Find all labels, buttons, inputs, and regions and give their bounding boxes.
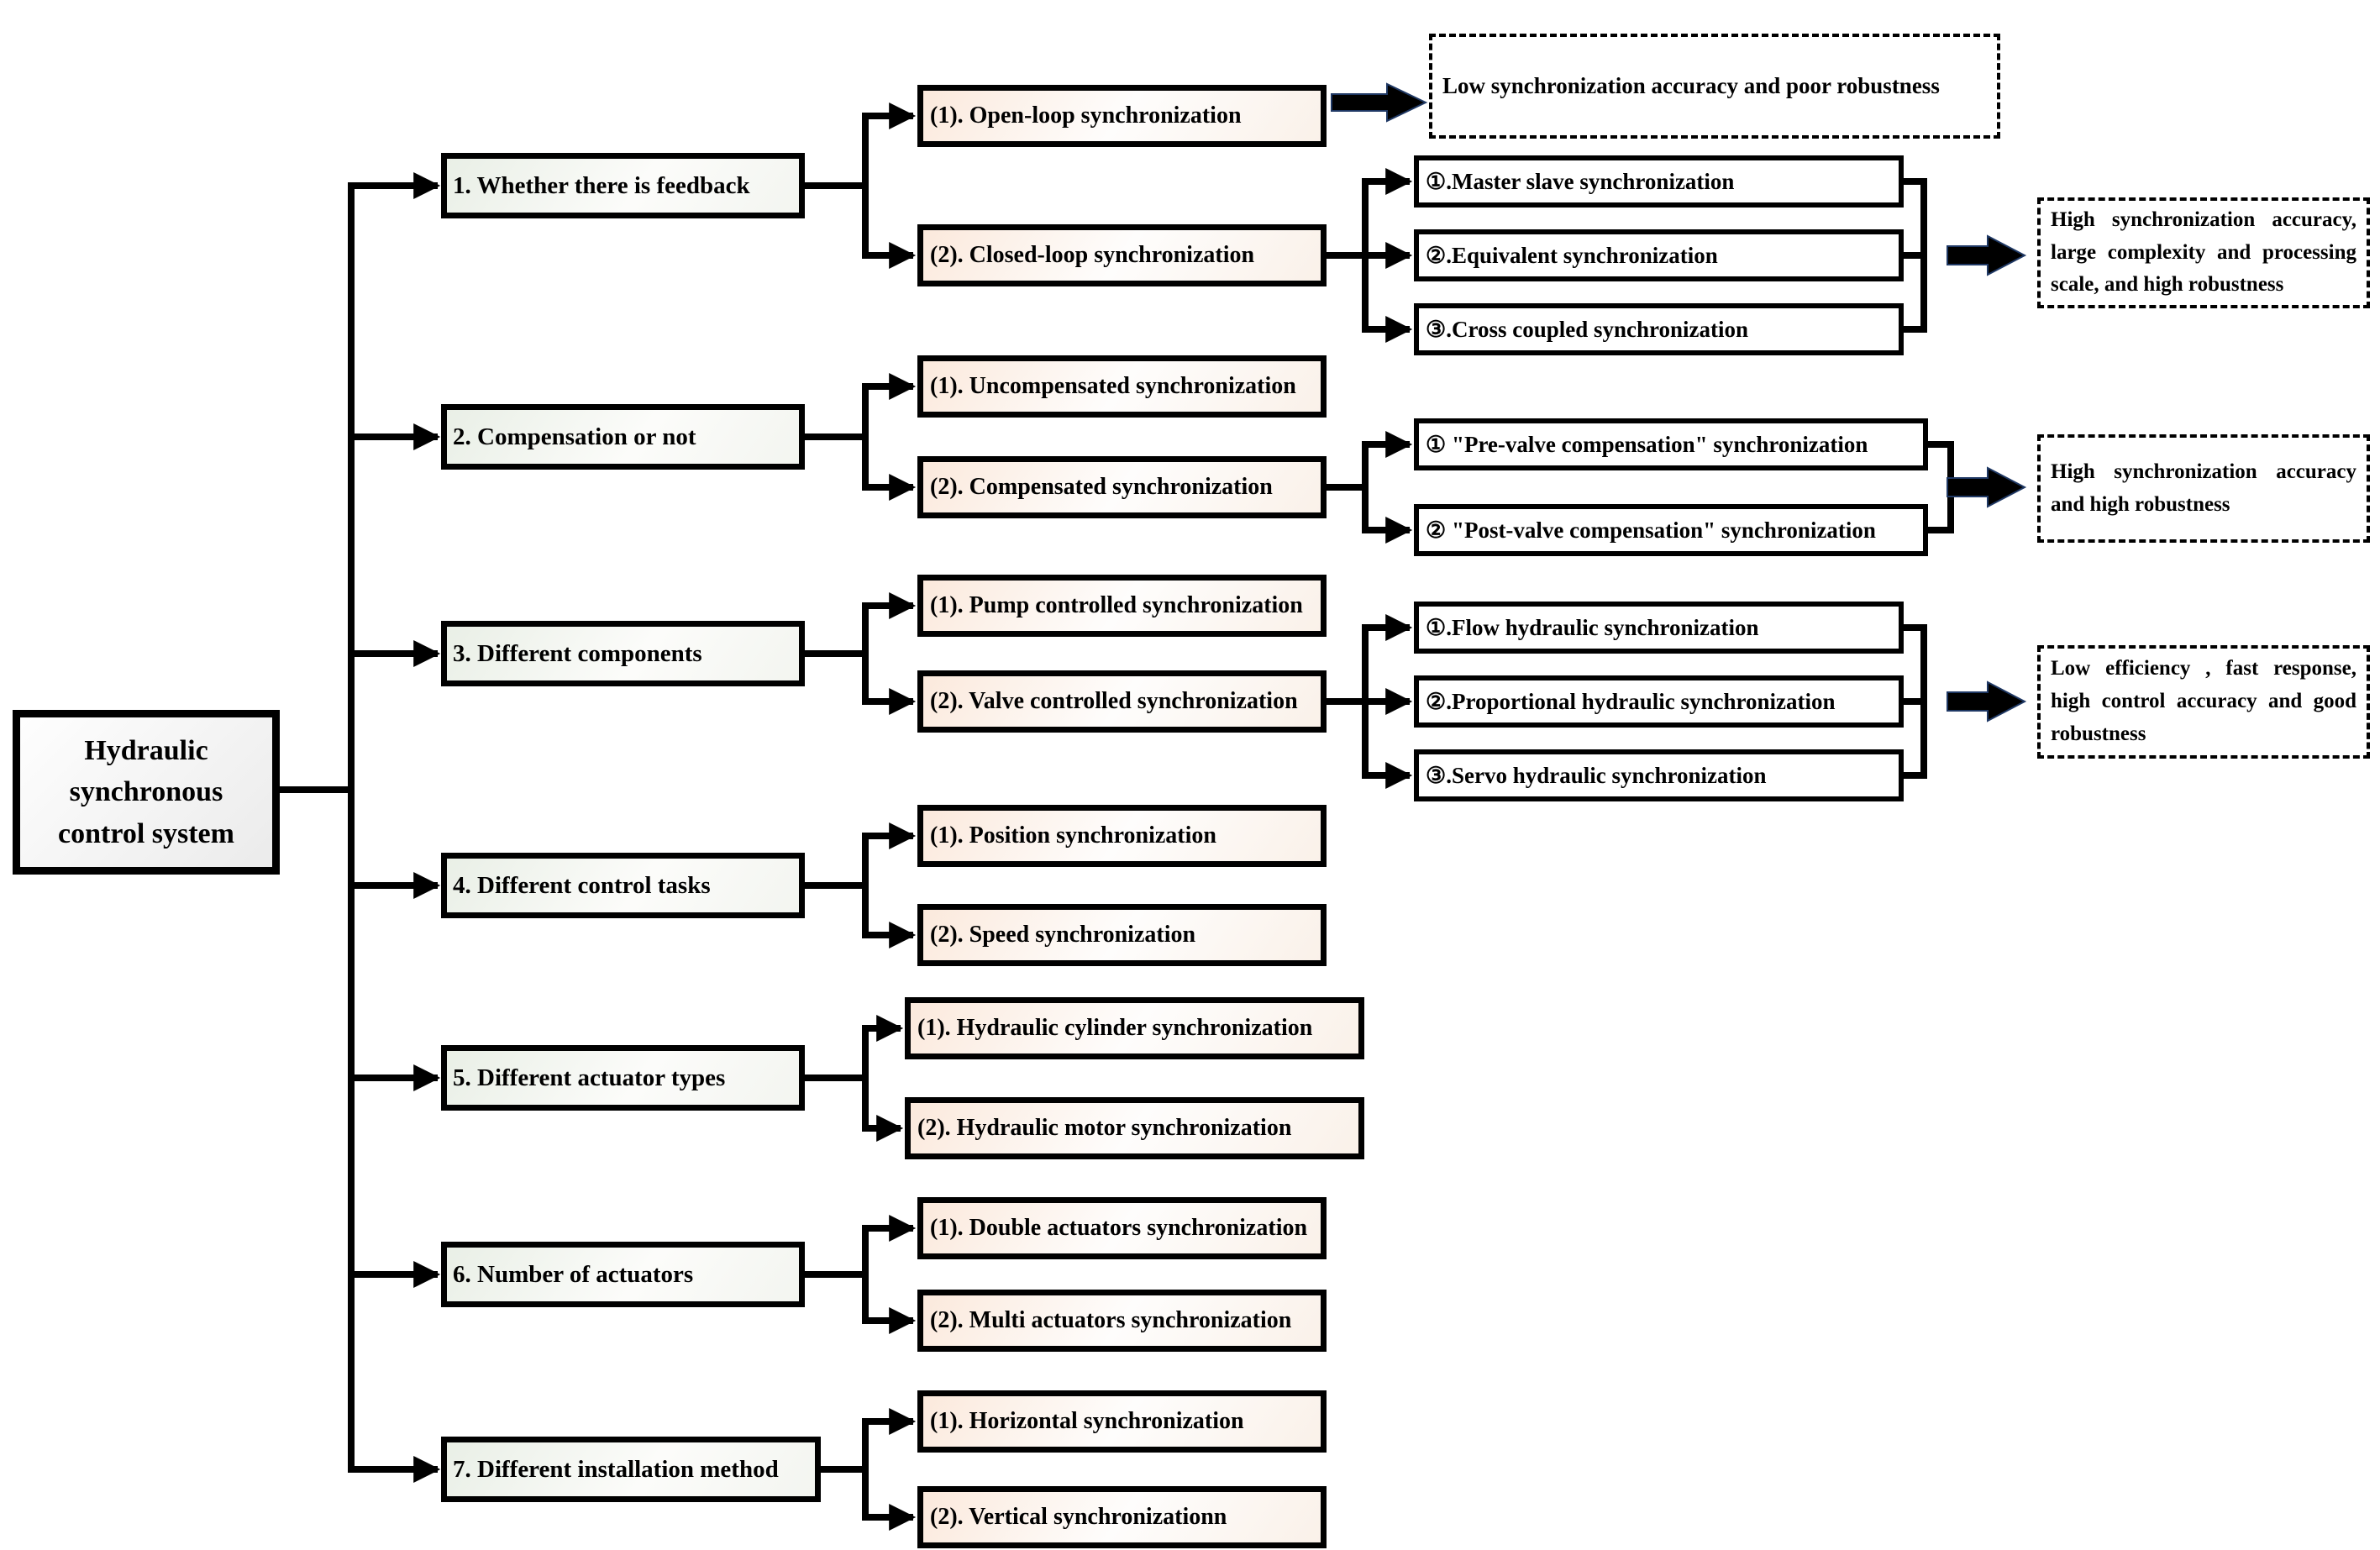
note-open-loop: Low synchronization accuracy and poor ro… bbox=[1429, 34, 2000, 139]
leaf-box-3-1: ①.Flow hydraulic synchronization bbox=[1414, 602, 1904, 654]
category-box-5: 5. Different actuator types bbox=[441, 1045, 805, 1111]
note-text: High synchronization accuracy, large com… bbox=[2051, 208, 2356, 297]
sub-box-2-2: (2). Compensated synchronization bbox=[917, 456, 1327, 518]
leaf-label: ①.Master slave synchronization bbox=[1426, 168, 1735, 194]
sub-box-1-2: (2). Closed-loop synchronization bbox=[917, 224, 1327, 286]
leaf-label: ② "Post-valve compensation" synchronizat… bbox=[1426, 517, 1876, 543]
sub-box-7-1: (1). Horizontal synchronization bbox=[917, 1390, 1327, 1453]
note-text: Low synchronization accuracy and poor ro… bbox=[1442, 72, 1940, 98]
root-label: Hydraulic synchronous control system bbox=[58, 735, 234, 849]
category-label: 6. Number of actuators bbox=[453, 1260, 694, 1288]
block-arrow-valve bbox=[1947, 680, 2027, 722]
note-text: High synchronization accuracy and high r… bbox=[2051, 460, 2356, 516]
leaf-box-2-2: ② "Post-valve compensation" synchronizat… bbox=[1414, 504, 1928, 556]
block-arrow-closed-loop bbox=[1947, 234, 2027, 276]
sub-box-3-2: (2). Valve controlled synchronization bbox=[917, 670, 1327, 733]
category-label: 2. Compensation or not bbox=[453, 423, 696, 450]
sub-label: (2). Valve controlled synchronization bbox=[930, 688, 1298, 714]
leaf-box-3-3: ③.Servo hydraulic synchronization bbox=[1414, 749, 1904, 801]
sub-box-4-1: (1). Position synchronization bbox=[917, 805, 1327, 867]
arrow-wires bbox=[348, 102, 1413, 1531]
sub-box-1-1: (1). Open-loop synchronization bbox=[917, 85, 1327, 147]
block-arrow-compensated bbox=[1947, 466, 2027, 508]
category-box-6: 6. Number of actuators bbox=[441, 1242, 805, 1307]
note-compensated: High synchronization accuracy and high r… bbox=[2037, 434, 2370, 543]
sub-label: (1). Uncompensated synchronization bbox=[930, 373, 1296, 399]
block-arrows bbox=[1331, 82, 2027, 722]
leaf-box-1-2: ②.Equivalent synchronization bbox=[1414, 229, 1904, 281]
leaf-box-1-1: ①.Master slave synchronization bbox=[1414, 155, 1904, 208]
category-box-7: 7. Different installation method bbox=[441, 1437, 821, 1502]
leaf-label: ①.Flow hydraulic synchronization bbox=[1426, 614, 1759, 640]
sub-box-2-1: (1). Uncompensated synchronization bbox=[917, 355, 1327, 418]
sub-label: (1). Horizontal synchronization bbox=[930, 1408, 1244, 1434]
root-node: Hydraulic synchronous control system bbox=[13, 710, 280, 875]
leaf-label: ① "Pre-valve compensation" synchronizati… bbox=[1426, 431, 1868, 457]
sub-label: (2). Speed synchronization bbox=[930, 922, 1196, 948]
note-valve-controlled: Low efficiency , fast response, high con… bbox=[2037, 645, 2370, 759]
category-box-4: 4. Different control tasks bbox=[441, 853, 805, 918]
category-box-2: 2. Compensation or not bbox=[441, 404, 805, 470]
sub-label: (2). Vertical synchronizationn bbox=[930, 1504, 1227, 1530]
leaf-box-2-1: ① "Pre-valve compensation" synchronizati… bbox=[1414, 418, 1928, 470]
leaf-box-3-2: ②.Proportional hydraulic synchronization bbox=[1414, 675, 1904, 728]
sub-label: (2). Compensated synchronization bbox=[930, 474, 1273, 500]
sub-box-3-1: (1). Pump controlled synchronization bbox=[917, 575, 1327, 637]
sub-box-6-1: (1). Double actuators synchronization bbox=[917, 1197, 1327, 1259]
category-label: 3. Different components bbox=[453, 639, 702, 667]
leaf-box-1-3: ③.Cross coupled synchronization bbox=[1414, 303, 1904, 355]
sub-label: (1). Position synchronization bbox=[930, 822, 1216, 849]
category-label: 4. Different control tasks bbox=[453, 871, 711, 899]
leaf-label: ②.Equivalent synchronization bbox=[1426, 242, 1718, 268]
category-box-1: 1. Whether there is feedback bbox=[441, 153, 805, 218]
sub-label: (1). Open-loop synchronization bbox=[930, 102, 1242, 129]
sub-label: (1). Hydraulic cylinder synchronization bbox=[917, 1015, 1313, 1041]
block-arrow-open-loop bbox=[1331, 82, 1428, 123]
leaf-label: ②.Proportional hydraulic synchronization bbox=[1426, 688, 1836, 714]
sub-box-6-2: (2). Multi actuators synchronization bbox=[917, 1290, 1327, 1352]
sub-box-5-1: (1). Hydraulic cylinder synchronization bbox=[905, 997, 1364, 1059]
sub-box-4-2: (2). Speed synchronization bbox=[917, 904, 1327, 966]
note-text: Low efficiency , fast response, high con… bbox=[2051, 657, 2356, 745]
leaf-label: ③.Cross coupled synchronization bbox=[1426, 316, 1749, 342]
sub-label: (2). Multi actuators synchronization bbox=[930, 1307, 1292, 1333]
category-label: 1. Whether there is feedback bbox=[453, 171, 750, 199]
sub-label: (2). Hydraulic motor synchronization bbox=[917, 1115, 1292, 1141]
leaf-label: ③.Servo hydraulic synchronization bbox=[1426, 762, 1767, 788]
sub-box-7-2: (2). Vertical synchronizationn bbox=[917, 1486, 1327, 1548]
sub-box-5-2: (2). Hydraulic motor synchronization bbox=[905, 1097, 1364, 1159]
sub-label: (2). Closed-loop synchronization bbox=[930, 242, 1255, 268]
sub-label: (1). Pump controlled synchronization bbox=[930, 592, 1303, 618]
sub-label: (1). Double actuators synchronization bbox=[930, 1215, 1308, 1241]
category-label: 5. Different actuator types bbox=[453, 1064, 726, 1091]
category-label: 7. Different installation method bbox=[453, 1455, 779, 1483]
category-box-3: 3. Different components bbox=[441, 621, 805, 686]
note-closed-loop: High synchronization accuracy, large com… bbox=[2037, 197, 2370, 308]
